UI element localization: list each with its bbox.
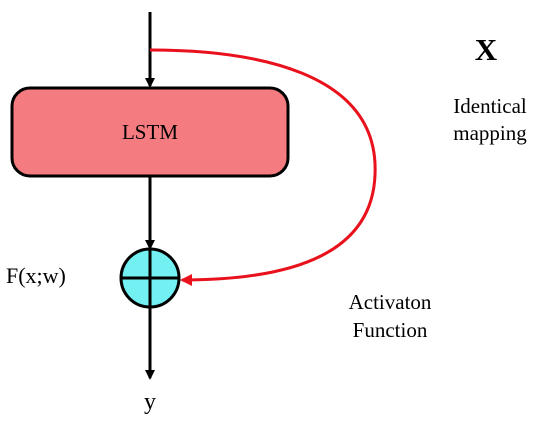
input-x-label: X	[474, 32, 498, 67]
circled-plus-icon	[119, 247, 181, 309]
skip-connection-arrow	[149, 48, 377, 286]
activation-function-label: Activaton Function	[348, 290, 432, 343]
identical-mapping-label: Identical mapping	[453, 94, 527, 146]
lstm-label: LSTM	[121, 119, 178, 144]
output-y-label: y	[144, 389, 156, 415]
function-label: F(x;w)	[6, 263, 66, 288]
